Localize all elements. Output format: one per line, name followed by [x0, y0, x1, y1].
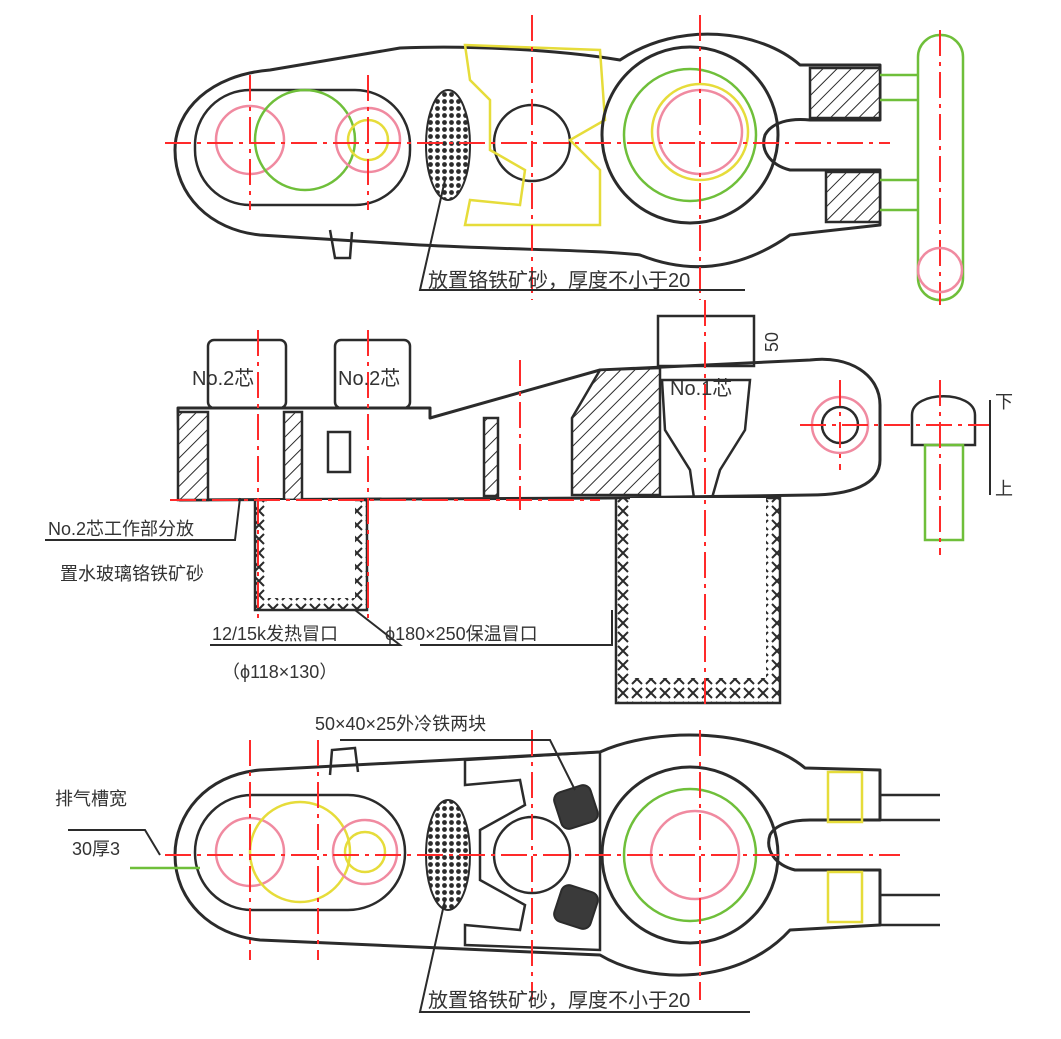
- riser-small-line1: 12/15k发热冒口: [212, 624, 338, 644]
- core-no2-mid-label: No.2芯: [338, 367, 400, 390]
- bottom-yellow-insert: [463, 750, 602, 952]
- top-sand-pad: [425, 89, 471, 201]
- top-sand-note: 放置铬铁矿砂，厚度不小于20: [428, 269, 690, 292]
- side-main-body: [176, 357, 882, 502]
- side-section: No.2芯 No.2芯 No.1芯 50 下 上 No.2芯工作部分放 置水玻璃…: [45, 300, 1013, 710]
- bottom-bore-yellow-right: [343, 830, 387, 874]
- side-hatch-mid: [482, 416, 500, 498]
- side-mid-slot: [326, 430, 352, 474]
- no2-note-line2: 置水玻璃铬铁矿砂: [60, 564, 204, 584]
- core-no2-left-label: No.2芯: [192, 367, 254, 390]
- bottom-bore-yellow-mid: [248, 800, 352, 904]
- top-inner-slot: [193, 88, 412, 207]
- dim-50-label: 50: [762, 332, 782, 352]
- top-lug-hatch-lower: [824, 170, 882, 224]
- bottom-view: 50×40×25外冷铁两块 排气槽宽 30厚3 放置铬铁矿砂，厚度不小于20: [55, 714, 940, 1013]
- side-hatch-left: [176, 410, 210, 502]
- top-body-outline: [173, 32, 882, 269]
- side-hatch-left2: [282, 410, 304, 502]
- dir-down-label: 下: [995, 392, 1013, 412]
- riser-small-line2: （ϕ118×130）: [222, 662, 337, 682]
- top-bore-green-mid: [253, 88, 357, 192]
- top-boss-yellow: [650, 82, 750, 182]
- chill-block-upper: [553, 784, 599, 830]
- top-foot: [328, 229, 354, 260]
- side-handle: [910, 395, 977, 447]
- top-boss-green: [622, 67, 758, 203]
- top-boss-outer: [600, 45, 780, 225]
- bottom-inner-slot: [193, 793, 407, 912]
- riser-large-label: ϕ180×250保温冒口: [385, 624, 538, 644]
- vent-line2-label: 30厚3: [72, 839, 120, 859]
- side-hatch-right: [570, 366, 662, 497]
- top-yellow-insert: [463, 43, 607, 227]
- vent-line1-label: 排气槽宽: [55, 789, 127, 809]
- core-no1-label: No.1芯: [670, 377, 732, 400]
- chill-note-label: 50×40×25外冷铁两块: [315, 714, 486, 734]
- dir-up-label: 上: [995, 479, 1013, 499]
- chill-block-lower: [553, 884, 599, 930]
- no2-note-line1: No.2芯工作部分放: [48, 519, 194, 539]
- bottom-foot: [328, 746, 360, 776]
- bottom-bore-pink-right: [331, 818, 399, 886]
- top-lug-hatch-upper: [808, 66, 882, 120]
- top-view: 放置铬铁矿砂，厚度不小于20: [165, 15, 965, 305]
- bottom-sand-note: 放置铬铁矿砂，厚度不小于20: [428, 989, 690, 1012]
